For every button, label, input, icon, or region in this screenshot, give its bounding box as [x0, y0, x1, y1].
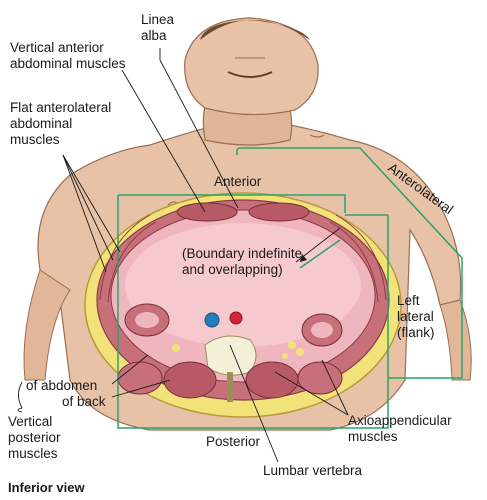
label-inferior-view: Inferior view	[8, 480, 85, 495]
vein	[204, 312, 220, 328]
anterior-region-line	[118, 194, 346, 213]
label-boundary-indefinite: (Boundary indefinite and overlapping)	[182, 246, 303, 277]
label-of-abdomen: of abdomen	[26, 378, 98, 393]
chest-mark-left	[309, 134, 325, 138]
label-posterior: Posterior	[206, 434, 261, 449]
brace	[17, 381, 23, 413]
label-vertical-anterior-muscles: Vertical anterior abdominal muscles	[10, 40, 126, 71]
artery	[229, 311, 243, 325]
anterolateral-region-line	[236, 147, 463, 379]
label-flat-anterolateral-muscles: Flat anterolateral abdominal muscles	[10, 100, 112, 147]
label-linea-alba: Linea alba	[141, 12, 175, 43]
head	[184, 17, 319, 146]
label-left-lateral-flank: Left lateral (flank)	[397, 293, 435, 340]
cross-section	[84, 192, 402, 418]
posterior-region-line	[117, 195, 389, 429]
label-axioappendicular-muscles: Axioappendicular muscles	[348, 413, 452, 444]
label-lumbar-vertebra: Lumbar vertebra	[263, 463, 363, 478]
label-vertical-posterior-muscles: Vertical posterior muscles	[8, 414, 61, 461]
label-of-back: of back	[62, 394, 106, 409]
label-anterior: Anterior	[214, 174, 262, 189]
arrowhead	[300, 254, 307, 262]
region-boundaries	[117, 147, 463, 429]
vertebral-body	[204, 335, 257, 376]
